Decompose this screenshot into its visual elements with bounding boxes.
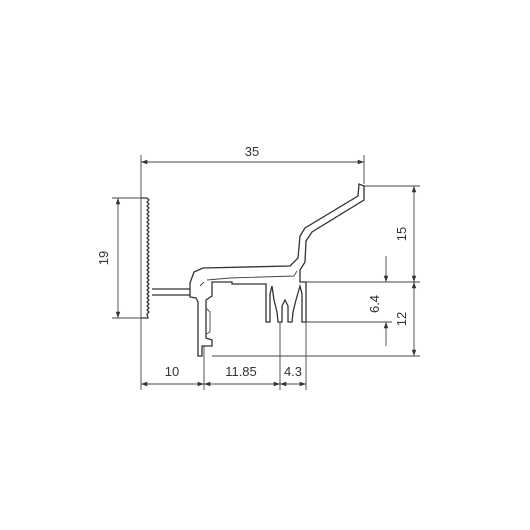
label-total-width: 35 <box>245 144 259 159</box>
dimension-lines <box>115 159 417 387</box>
extension-lines <box>112 155 420 390</box>
label-height-right-top: 15 <box>394 227 409 241</box>
label-height-right-bottom: 12 <box>394 312 409 326</box>
label-base-c: 4.3 <box>284 364 302 379</box>
inner-cavity <box>199 281 211 335</box>
main-body <box>189 183 365 357</box>
label-channel-depth: 6.4 <box>367 295 382 313</box>
label-base-a: 10 <box>165 364 179 379</box>
dimension-labels: 35 19 15 12 6.4 10 11.85 4.3 <box>96 144 409 379</box>
serrated-grip <box>141 197 150 319</box>
label-base-b: 11.85 <box>225 364 257 379</box>
inner-web <box>206 270 298 281</box>
profile-outline <box>141 183 365 357</box>
connector-stem <box>152 288 190 296</box>
label-height-left: 19 <box>96 251 111 265</box>
